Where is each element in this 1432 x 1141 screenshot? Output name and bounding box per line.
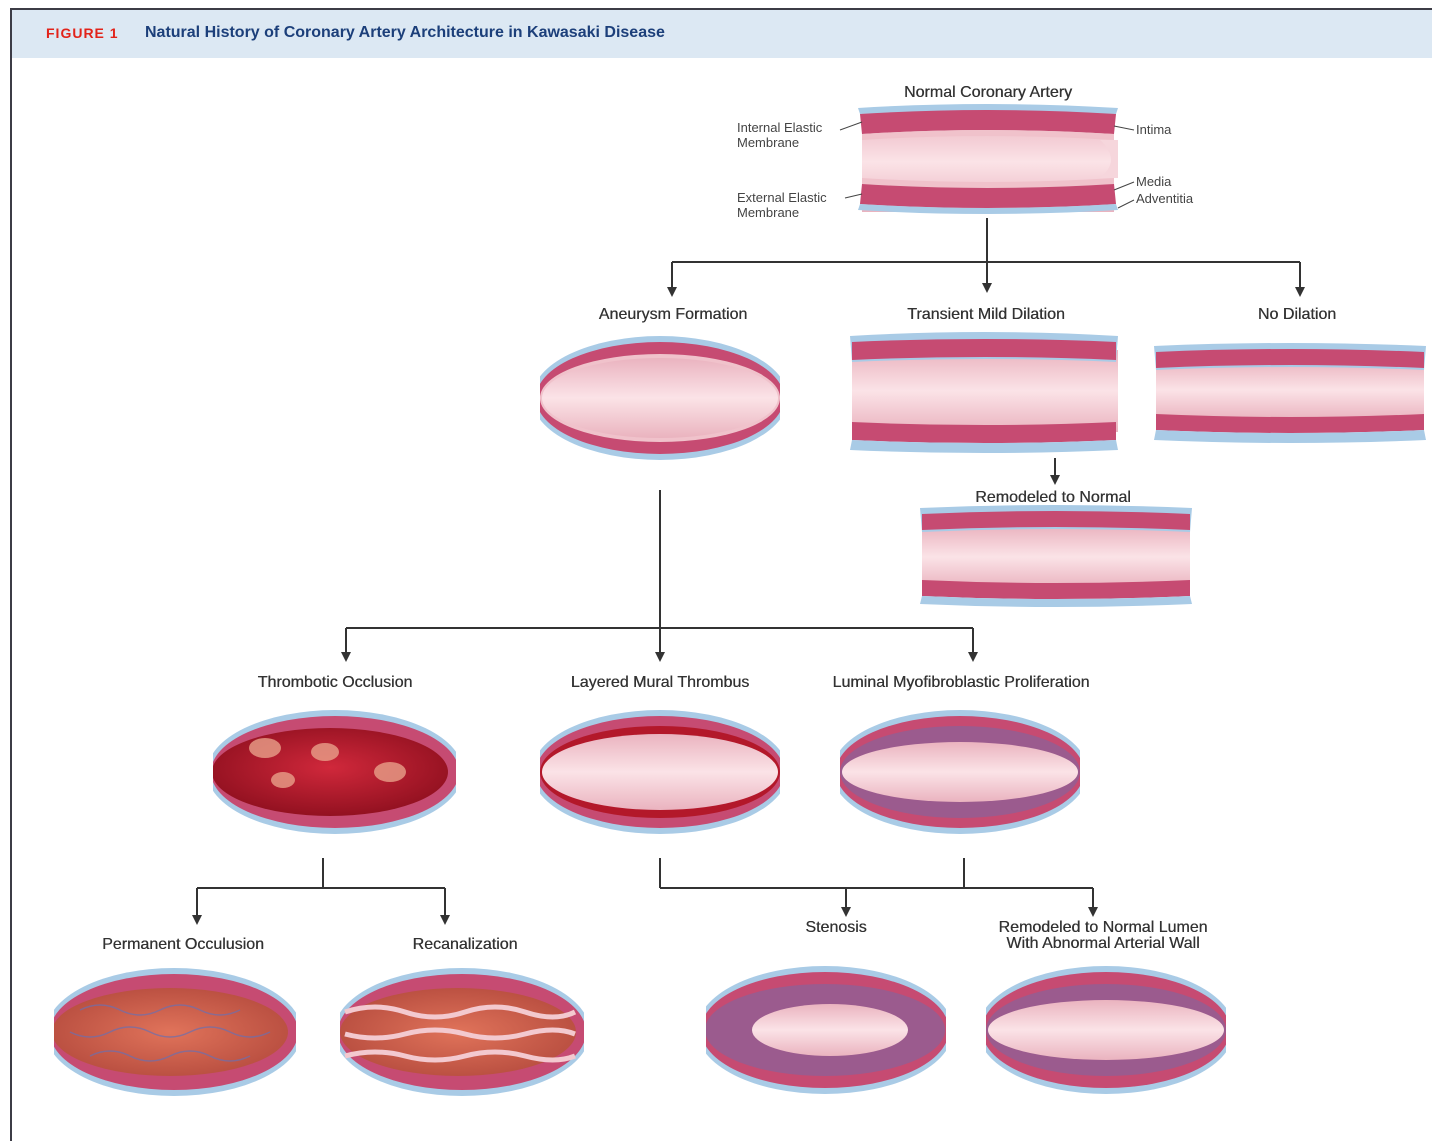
artery-layered xyxy=(530,700,792,840)
label-external-elastic-2: Membrane xyxy=(737,206,799,220)
label-transient: Transient Mild Dilation xyxy=(907,306,1065,324)
artery-transient xyxy=(850,332,1118,453)
label-external-elastic-1: External Elastic xyxy=(737,191,827,205)
label-internal-elastic-2: Membrane xyxy=(737,136,799,150)
artery-permanent xyxy=(44,960,308,1105)
label-internal-elastic-1: Internal Elastic xyxy=(737,121,822,135)
label-remodeled-lumen-2: With Abnormal Arterial Wall xyxy=(1006,935,1199,953)
label-layered: Layered Mural Thrombus xyxy=(571,674,749,692)
label-media: Media xyxy=(1136,175,1171,189)
artery-aneurysm xyxy=(530,330,792,470)
label-permanent: Permanent Occulusion xyxy=(102,936,264,954)
label-normal-coronary: Normal Coronary Artery xyxy=(904,84,1072,102)
artery-thrombotic xyxy=(203,700,468,840)
label-stenosis: Stenosis xyxy=(805,919,866,937)
artery-stenosis xyxy=(696,960,958,1105)
artery-recanalization xyxy=(330,960,596,1105)
label-luminal: Luminal Myofibroblastic Proliferation xyxy=(833,674,1090,692)
label-remodeled-normal: Remodeled to Normal xyxy=(975,489,1131,507)
label-aneurysm: Aneurysm Formation xyxy=(599,306,748,324)
artery-no-dilation xyxy=(1154,343,1426,443)
artery-remodeled-lumen xyxy=(976,960,1238,1105)
label-intima: Intima xyxy=(1136,123,1171,137)
label-thrombotic: Thrombotic Occlusion xyxy=(258,674,413,692)
label-no-dilation: No Dilation xyxy=(1258,306,1336,324)
artery-remodeled-normal xyxy=(920,505,1192,607)
label-adventitia: Adventitia xyxy=(1136,192,1193,206)
label-recanalization: Recanalization xyxy=(413,936,518,954)
artery-normal xyxy=(840,104,1134,214)
artery-luminal xyxy=(830,700,1092,840)
